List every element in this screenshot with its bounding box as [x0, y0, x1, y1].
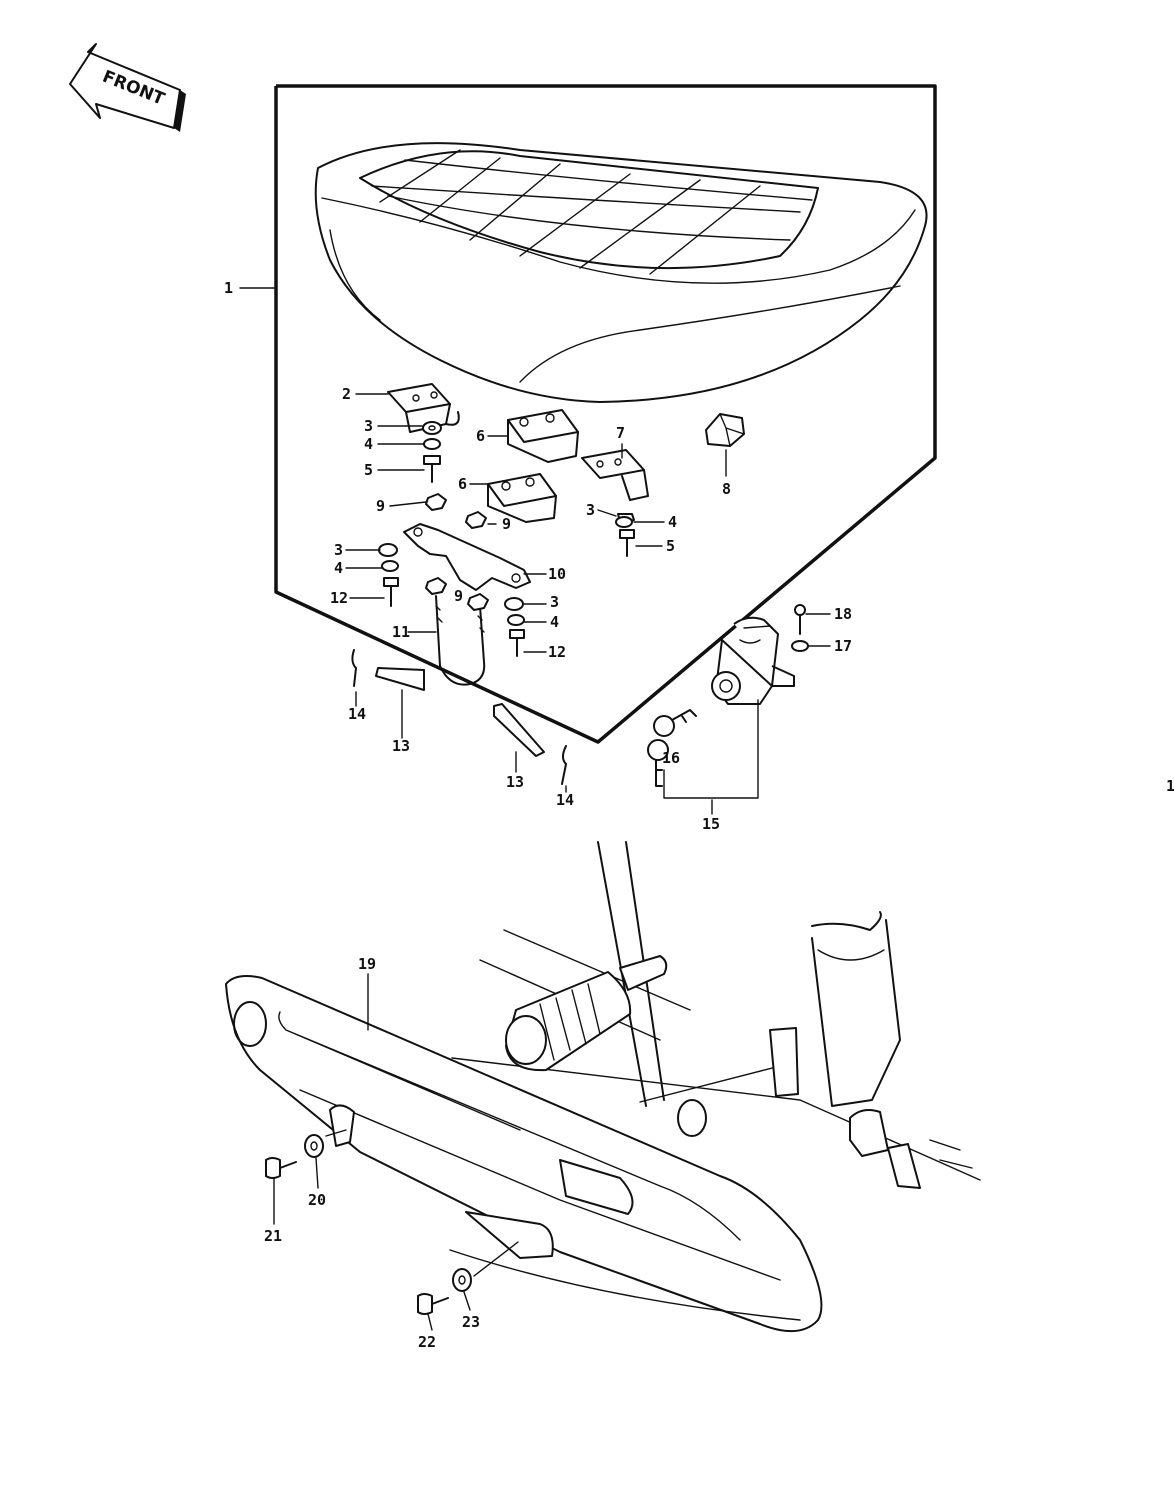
callout-11: 11 [392, 623, 410, 641]
callout-9b: 9 [502, 515, 511, 533]
callout-3b: 3 [586, 501, 595, 519]
callout-19: 19 [358, 955, 376, 973]
damper-upper [507, 409, 579, 463]
callout-12b: 12 [548, 643, 566, 661]
callout-4: 4 [364, 435, 373, 453]
callout-8: 8 [722, 480, 731, 498]
cotter-pin-right [561, 745, 567, 785]
frame-section [451, 841, 981, 1189]
callout-14: 14 [348, 705, 366, 723]
callout-9: 9 [376, 497, 385, 515]
callout-14b: 14 [556, 791, 574, 809]
u-bolt [435, 595, 486, 686]
keys-icon [647, 709, 697, 787]
callout-3d: 3 [550, 593, 559, 611]
callout-6b: 6 [458, 475, 467, 493]
callout-labels: 1 2 3 4 5 6 7 8 6 9 9 3 4 5 3 4 12 10 9 … [224, 279, 1174, 1351]
seat-group-outline [274, 84, 937, 744]
callout-2: 2 [342, 385, 351, 403]
callout-3: 3 [364, 417, 373, 435]
seat [314, 142, 928, 403]
cotter-pin-left [351, 649, 357, 687]
leader-lines [239, 287, 831, 1331]
callout-17: 17 [834, 637, 852, 655]
hinge-right [581, 449, 649, 501]
callout-7: 7 [616, 424, 625, 442]
callout-5b: 5 [666, 537, 675, 555]
callout-16: 16 [662, 749, 680, 767]
rod-left [375, 667, 425, 691]
rod-right [493, 703, 545, 757]
callout-13: 13 [392, 737, 410, 755]
seat-plate [403, 523, 531, 591]
callout-12: 12 [330, 589, 348, 607]
stopper [705, 413, 745, 447]
callout-20: 20 [308, 1191, 326, 1209]
callout-4d: 4 [550, 613, 559, 631]
callout-10: 10 [548, 565, 566, 583]
callout-5: 5 [364, 461, 373, 479]
front-arrow-icon: FRONT [69, 43, 186, 132]
callout-4c: 4 [334, 559, 343, 577]
callout-15: 15 [702, 815, 720, 833]
callout-18: 18 [834, 605, 852, 623]
callout-22: 22 [418, 1333, 436, 1351]
helmet-lock [711, 616, 795, 705]
callout-4b: 4 [668, 513, 677, 531]
chain-case [225, 975, 823, 1333]
callout-21: 21 [264, 1227, 282, 1245]
chain-case-bolts [265, 1134, 472, 1315]
callout-3c: 3 [334, 541, 343, 559]
callout-6: 6 [476, 427, 485, 445]
callout-23: 23 [462, 1313, 480, 1331]
damper-lower [487, 473, 557, 523]
callout-1: 1 [224, 279, 233, 297]
footrest [505, 955, 707, 1137]
callout-13b: 13 [506, 773, 524, 791]
edge-mark: 1 [1166, 777, 1174, 795]
callout-9c: 9 [454, 587, 463, 605]
